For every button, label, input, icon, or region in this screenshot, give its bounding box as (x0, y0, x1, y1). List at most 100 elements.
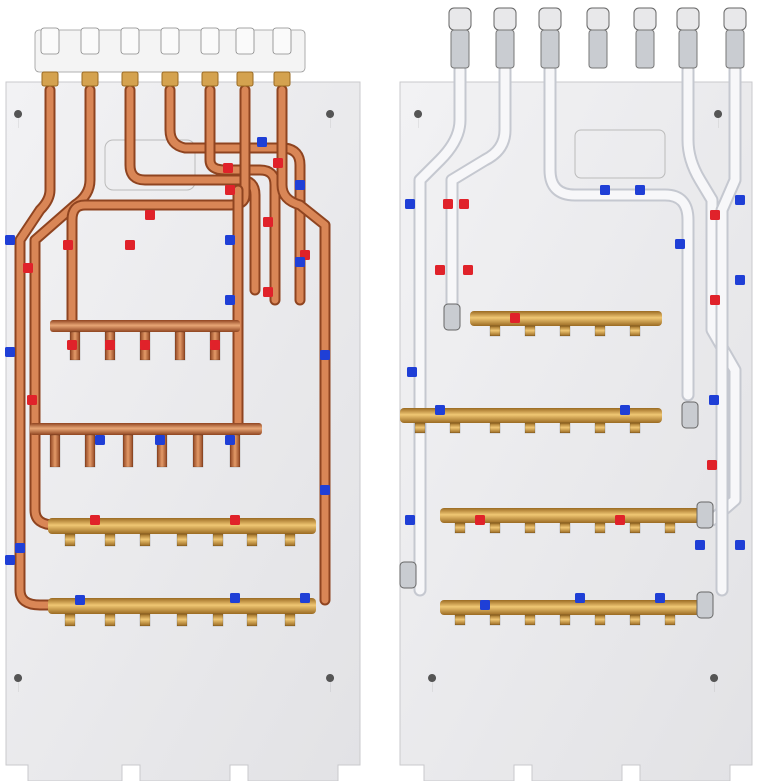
pipe-clip (459, 199, 469, 209)
valve-handle (723, 7, 747, 31)
copper-pipes (14, 84, 331, 611)
pipe-clip (620, 405, 630, 415)
nut-fitting (201, 71, 219, 87)
cutout-outline (104, 139, 196, 191)
valve-body (588, 29, 608, 69)
chrome-elbow (681, 401, 699, 429)
valve (80, 27, 100, 55)
brass-manifold-lower (48, 598, 316, 614)
brass-outlet (64, 613, 76, 627)
pipe-clip (257, 137, 267, 147)
copper-outlet (84, 434, 96, 468)
brass-outlet (284, 533, 296, 547)
valve-body (725, 29, 745, 69)
pipe-clip (210, 340, 220, 350)
keyhole-icon (710, 674, 719, 692)
pipe-clip (475, 515, 485, 525)
pipe-clip (735, 540, 745, 550)
pipe-clip (710, 295, 720, 305)
pipe-clip (63, 240, 73, 250)
valve-handle (633, 7, 657, 31)
pipe-clip (707, 460, 717, 470)
chrome-elbow (696, 591, 714, 619)
brass-outlet (594, 422, 606, 434)
pipe-clip (463, 265, 473, 275)
valve-handle (676, 7, 700, 31)
pipe-clip (300, 593, 310, 603)
valve-handle (586, 7, 610, 31)
brass-outlet (212, 613, 224, 627)
brass-outlet (524, 522, 536, 534)
pipe-clip (735, 195, 745, 205)
nut-fitting (161, 71, 179, 87)
pipe-clip (273, 158, 283, 168)
pipe-clip (75, 595, 85, 605)
pipe-clip (230, 593, 240, 603)
pipe-clip (225, 235, 235, 245)
pipe-clip (145, 210, 155, 220)
brass-outlet (489, 614, 501, 626)
pipe-clip (695, 540, 705, 550)
pipe-clip (263, 287, 273, 297)
copper-outlet (122, 434, 134, 468)
brass-outlet (559, 614, 571, 626)
brass-outlet (559, 325, 571, 337)
brass-outlet (664, 614, 676, 626)
brass-outlet (629, 522, 641, 534)
valve-handle (448, 7, 472, 31)
brass-outlet (524, 325, 536, 337)
valve-handle (493, 7, 517, 31)
brass-outlet (559, 422, 571, 434)
keyhole-icon (428, 674, 437, 692)
pipe-clip (635, 185, 645, 195)
nut-fitting (236, 71, 254, 87)
brass-outlet (594, 522, 606, 534)
brass-outlet (104, 533, 116, 547)
brass-manifold-4 (440, 600, 702, 615)
pipe-clip (67, 340, 77, 350)
valve (200, 27, 220, 55)
brass-outlet (64, 533, 76, 547)
brass-outlet (524, 614, 536, 626)
valve (235, 27, 255, 55)
pipe-clip (615, 515, 625, 525)
copper-panel (5, 27, 361, 781)
valve-body (450, 29, 470, 69)
pipe-clip (223, 163, 233, 173)
brass-outlet (176, 533, 188, 547)
brass-outlet (629, 325, 641, 337)
pipe-clip (5, 347, 15, 357)
pipe-clip (225, 185, 235, 195)
pipe-clip (480, 600, 490, 610)
brass-outlet (594, 325, 606, 337)
pipe-clip (23, 263, 33, 273)
pipe-clip (709, 395, 719, 405)
brass-outlet (414, 422, 426, 434)
brass-outlet (454, 522, 466, 534)
valve-body (635, 29, 655, 69)
brass-outlet (629, 614, 641, 626)
pipe-clip (225, 435, 235, 445)
valve (272, 27, 292, 55)
brass-outlet (176, 613, 188, 627)
brass-outlet (284, 613, 296, 627)
valve-body (678, 29, 698, 69)
copper-header-upper (50, 320, 240, 332)
copper-outlet (229, 434, 241, 468)
keyhole-icon (326, 110, 335, 128)
pipe-clip (295, 180, 305, 190)
pipe-clip (435, 405, 445, 415)
pipe-clip (27, 395, 37, 405)
pipe-clip (510, 313, 520, 323)
valve (120, 27, 140, 55)
copper-outlet (49, 434, 61, 468)
pipe-clip (15, 543, 25, 553)
pipe-clip (320, 485, 330, 495)
brass-outlet (104, 613, 116, 627)
pipe-clip (675, 239, 685, 249)
brass-outlet (212, 533, 224, 547)
chrome-elbow (696, 501, 714, 529)
brass-manifold-1 (470, 311, 662, 326)
pipe-clip (95, 435, 105, 445)
